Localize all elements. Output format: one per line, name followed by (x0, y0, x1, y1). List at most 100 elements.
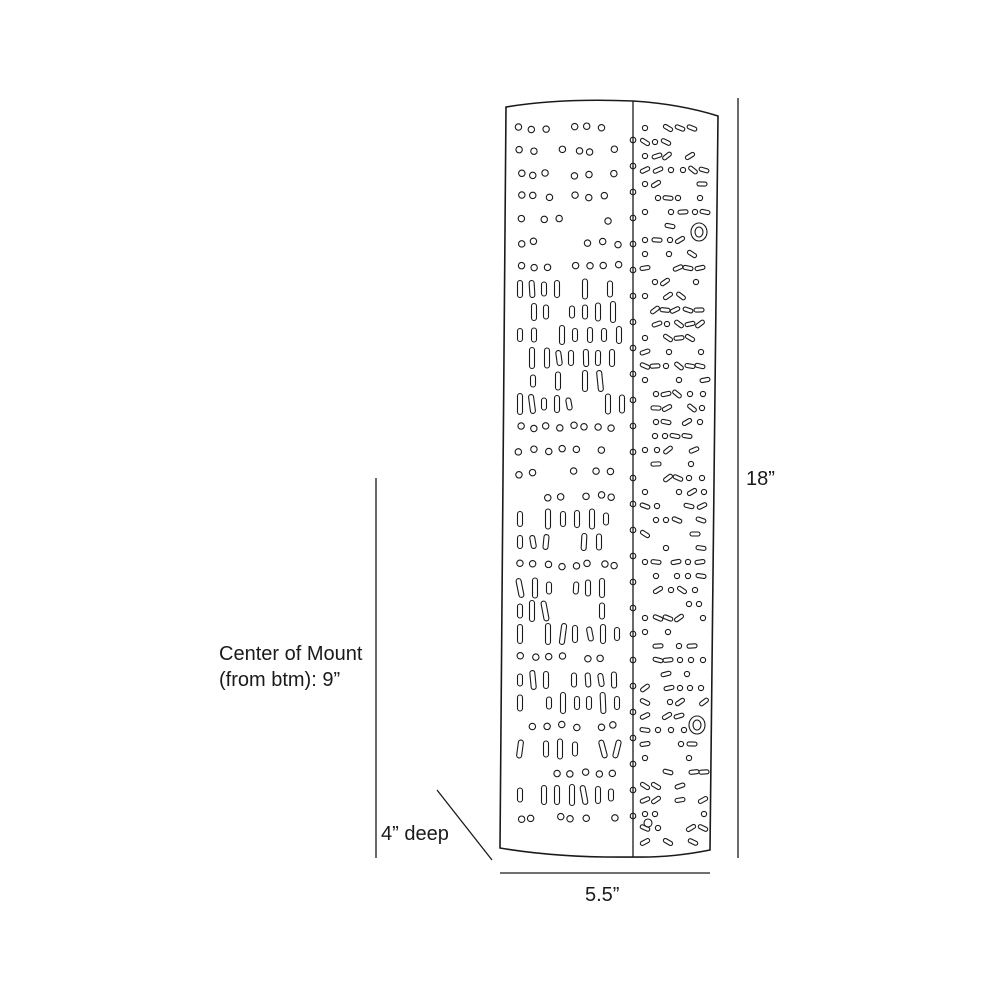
perforation-slot (681, 432, 693, 440)
perforation-slot (571, 327, 579, 343)
perforation-slot (516, 603, 524, 619)
perforation-dot (629, 214, 637, 222)
perforation-dot (518, 191, 526, 199)
perforation-slot (688, 165, 698, 175)
perforation-slot (553, 279, 561, 299)
perforation-slot (686, 741, 698, 747)
perforation-slot (615, 325, 623, 345)
perforation-slot (602, 512, 610, 526)
perforation-dot (667, 586, 675, 594)
perforation-dot (629, 708, 637, 716)
perforation-dot (558, 562, 566, 571)
perforation-dot (595, 770, 604, 778)
depth-dimension-line (436, 789, 493, 861)
perforation-slot (516, 392, 524, 416)
perforation-dot (641, 376, 649, 384)
perforation-dot (572, 445, 581, 454)
perforation-dot (610, 561, 618, 570)
perforation-slot (554, 371, 562, 391)
perforation-slot (580, 532, 588, 552)
perforation-slot (595, 533, 603, 551)
perforation-slot (528, 599, 536, 623)
perforation-slot (542, 533, 550, 551)
perforation-slot (528, 279, 536, 299)
perforation-slot (639, 348, 651, 356)
perforation-slot (683, 502, 695, 510)
perforation-slot (687, 403, 697, 413)
perforation-dot (654, 726, 662, 734)
perforation-dot (517, 422, 525, 430)
perforation-dot (697, 348, 705, 356)
perforation-slot (662, 291, 674, 301)
perforation-dot (629, 448, 637, 456)
perforation-slot (660, 390, 672, 398)
perforation-slot (639, 727, 651, 733)
perforation-dot (675, 488, 683, 496)
perforation-dot (699, 390, 707, 398)
perforation-dot (675, 642, 683, 650)
perforation-dot (691, 208, 699, 216)
perforation-dot (585, 170, 593, 179)
perforation-slot (650, 559, 662, 565)
perforation-slot (613, 626, 621, 642)
perforation-slot (660, 418, 672, 426)
perforation-slot (695, 573, 707, 579)
perforation-dot (698, 404, 706, 412)
perforation-dot (665, 250, 673, 258)
perforation-slot (545, 581, 553, 595)
perforation-dot (543, 722, 551, 731)
perforation-dot (610, 169, 618, 178)
perforation-slot (674, 796, 686, 804)
perforation-slot (571, 624, 579, 644)
perforation-dot (652, 572, 660, 580)
perforation-slot (670, 558, 682, 566)
perforation-dot (570, 122, 579, 131)
perforation-slot (530, 327, 538, 343)
perforation-slot (695, 319, 705, 329)
perforation-slot (650, 461, 662, 467)
perforation-slot (662, 768, 674, 776)
perforation-dot (544, 560, 553, 569)
perforation-dot (662, 516, 670, 524)
perforation-dot (599, 261, 607, 270)
perforation-slot (581, 369, 589, 393)
perforation-slot (674, 613, 684, 623)
perforation-dot (610, 145, 619, 153)
perforation-dot (698, 474, 706, 482)
perforation-dot (675, 376, 683, 384)
perforation-dot (641, 488, 649, 496)
perforation-dot (667, 726, 675, 734)
perforation-slot (684, 333, 696, 343)
perforation-dot (541, 422, 550, 430)
perforation-dot (652, 390, 660, 398)
perforation-slot (674, 782, 686, 790)
perforation-dot (571, 191, 579, 199)
perforation-dot (651, 432, 659, 440)
perforation-slot (650, 405, 662, 411)
perforation-dot (569, 467, 578, 475)
perforation-slot (682, 264, 694, 272)
perforation-slot (699, 697, 709, 707)
perforation-dot (528, 560, 537, 568)
perforation-slot (674, 361, 684, 371)
perforation-slot (598, 577, 606, 599)
perforation-slot (639, 264, 651, 272)
perforation-dot (641, 628, 649, 636)
perforation-slot (673, 712, 685, 720)
perforation-dot (651, 810, 659, 818)
perforation-slot (639, 796, 651, 804)
width-label: 5.5” (585, 884, 620, 906)
perforation-dot (629, 136, 637, 144)
perforation-dot (583, 239, 592, 247)
perforation-slot (687, 838, 699, 846)
perforation-dot (544, 652, 553, 661)
perforation-slot (516, 510, 524, 528)
perforation-slot (682, 306, 694, 314)
perforation-slot (686, 124, 698, 132)
perforation-slot (598, 602, 606, 620)
perforation-slot (582, 348, 590, 368)
perforation-slot (604, 393, 612, 415)
perforation-dot (540, 215, 549, 224)
perforation-slot (570, 672, 578, 688)
perforation-dot (651, 138, 659, 146)
